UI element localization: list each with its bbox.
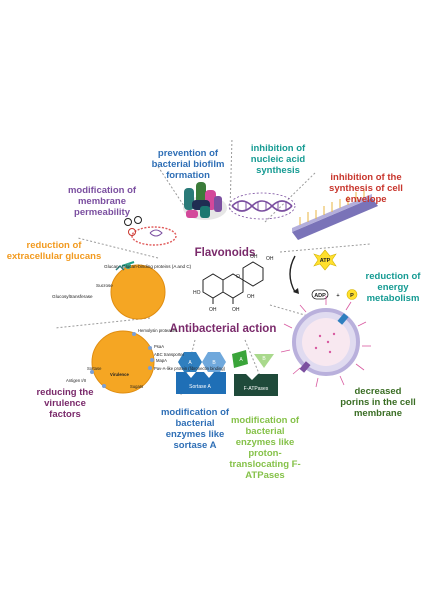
abc-label: ABC transporter (154, 352, 185, 357)
mol-oh-bottom1: OH (209, 307, 217, 313)
sugars-label: Sugars (130, 384, 143, 389)
adp-label: ADP (314, 293, 326, 299)
mechanism-energy: reduction of energy metabolism (365, 271, 421, 304)
sortase-b-letter: B (212, 360, 216, 366)
mol-ho: HO (193, 290, 201, 296)
dna-illustration (228, 192, 296, 220)
mechanism-virulence: reducing the virulence factors (36, 387, 94, 420)
antibacterial-action-title: Antibacterial action (170, 323, 277, 335)
flavonoid-molecule (202, 261, 264, 304)
porin-cell-illustration (280, 296, 371, 388)
mol-oh-bottom2: OH (232, 307, 240, 313)
mechanism-glucans: reduction of extracellular glucans (6, 240, 102, 262)
mol-oh-right: OH (247, 294, 255, 300)
f-atpases-illustration (232, 350, 278, 396)
atp-label: ATP (320, 258, 331, 264)
mechanism-biofilm: prevention of bacterial biofilm formatio… (151, 148, 225, 181)
membrane-permeability-illustration (124, 216, 177, 246)
sortase-a-label: Sortase A (189, 384, 211, 390)
glucan-bacterium (110, 261, 166, 320)
sortase-a-illustration (176, 352, 226, 394)
hemolysin-label: Hemolysin proteases (138, 328, 177, 333)
glucosyltransferase-label: Glucosyltransferase (52, 294, 93, 299)
plus-label: + (336, 293, 339, 299)
fibronectin-label: Pav-A-like protein (fibronectin binding) (154, 366, 226, 371)
sortase-a-letter: A (188, 360, 192, 366)
mechanism-cell-envelope: inhibition of the synthesis of cell enve… (329, 172, 403, 205)
f-atpases-label: F-ATPases (244, 386, 269, 392)
mechanism-sortase-a: modification of bacterial enzymes like s… (160, 407, 230, 451)
flavonoids-title: Flavonoids (195, 247, 256, 259)
biofilm-illustration (183, 182, 227, 220)
glucan-binding-label: Glucan-binding proteins (A and C) (122, 264, 192, 269)
mechanism-f-atpases: modification of bacterial enzymes like p… (229, 415, 301, 481)
fatpase-a-letter: A (239, 357, 243, 363)
p-label: P (350, 293, 354, 299)
glucan-label: Glucan (104, 264, 119, 269)
sortase-label: Sortase (87, 366, 102, 371)
mechanism-nucleic-acid: inhibition of nucleic acid synthesis (250, 143, 306, 176)
mechanism-porins: decreased porins in the cell membrane (340, 386, 416, 419)
mol-oh-top2: OH (250, 254, 258, 260)
virulence-label: Virulence (110, 372, 129, 377)
fatpase-b-letter: B (262, 356, 266, 362)
antigen-label: Antigen I/II (66, 378, 86, 383)
virulence-bacterium (90, 330, 155, 394)
mapa-label: MapA (156, 358, 167, 363)
mol-oh-top1: OH (266, 256, 274, 262)
sucrose-label: Sucrose (96, 283, 113, 288)
mol-o: O (236, 274, 240, 280)
energy-metabolism-illustration (289, 249, 358, 300)
psaa-label: PsaA (154, 344, 164, 349)
mechanism-membrane: modification of membrane permeability (67, 185, 137, 218)
cell-envelope-illustration (292, 190, 378, 240)
